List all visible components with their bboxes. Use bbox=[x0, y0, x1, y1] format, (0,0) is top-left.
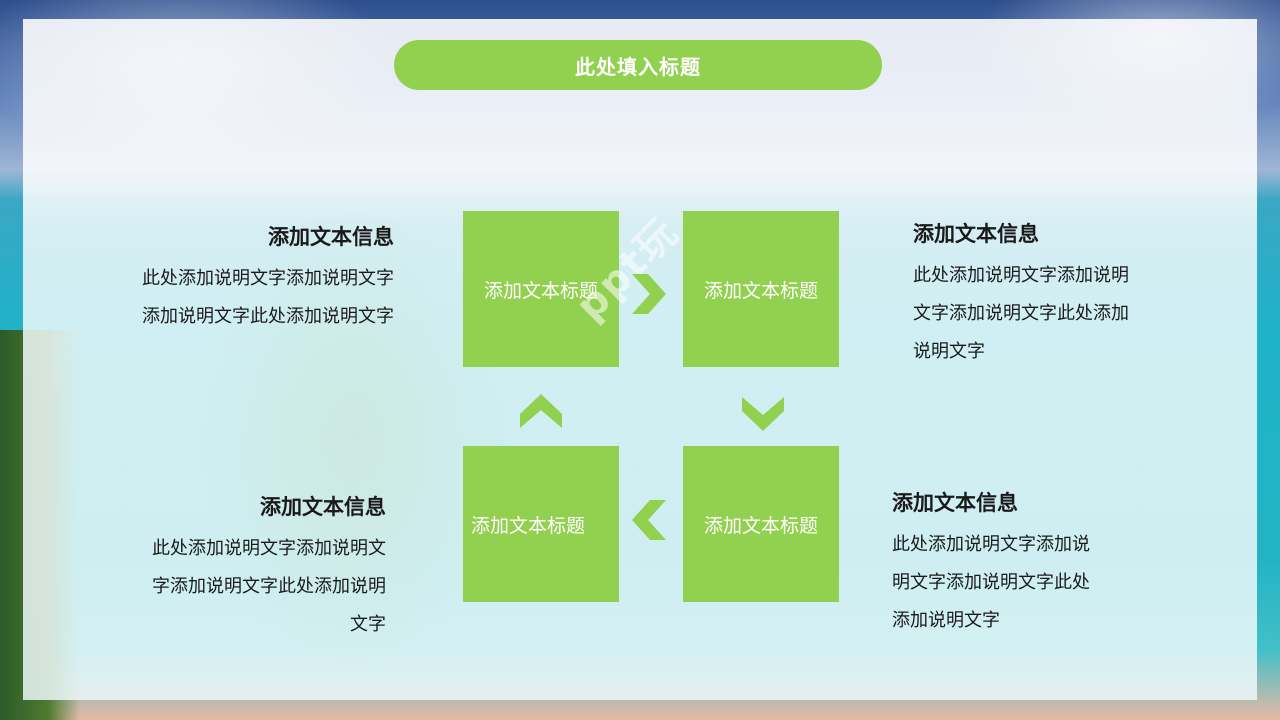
info-line: 文字添加说明文字此处添加 bbox=[913, 303, 1129, 324]
cycle-box-label: 添加文本标题 bbox=[703, 279, 818, 302]
slide-title: 此处填入标题 bbox=[394, 40, 882, 90]
info-line: 此处添加说明文字添加说明文 bbox=[152, 538, 386, 559]
info-block-bottom-left: 添加文本信息 此处添加说明文字添加说明文 字添加说明文字此处添加说明 文字 bbox=[100, 490, 386, 644]
info-heading: 添加文本信息 bbox=[892, 491, 1018, 515]
info-block-top-right: 添加文本信息 此处添加说明文字添加说明 文字添加说明文字此处添加 说明文字 bbox=[913, 217, 1193, 371]
content-panel bbox=[23, 19, 1257, 700]
info-line: 添加说明文字此处添加说明文字 bbox=[142, 306, 394, 327]
info-line: 添加说明文字 bbox=[892, 610, 1000, 631]
chevron-right-icon bbox=[632, 274, 666, 314]
chevron-down-icon bbox=[742, 397, 784, 431]
info-line: 字添加说明文字此处添加说明 bbox=[152, 576, 386, 597]
info-block-bottom-right: 添加文本信息 此处添加说明文字添加说 明文字添加说明文字此处 添加说明文字 bbox=[892, 486, 1152, 640]
cycle-box-top-left: 添加文本标题 bbox=[463, 211, 619, 367]
chevron-left-icon bbox=[632, 500, 666, 540]
cycle-box-bottom-right: 添加文本标题 bbox=[683, 446, 839, 602]
cycle-box-label: 添加文本标题 bbox=[483, 279, 598, 302]
cycle-box-bottom-left: 添加文本标题 bbox=[463, 446, 619, 602]
info-line: 明文字添加说明文字此处 bbox=[892, 572, 1090, 593]
info-heading: 添加文本信息 bbox=[913, 222, 1039, 246]
info-line: 此处添加说明文字添加说明 bbox=[913, 265, 1129, 286]
info-block-top-left: 添加文本信息 此处添加说明文字添加说明文字 添加说明文字此处添加说明文字 bbox=[90, 220, 394, 336]
info-line: 此处添加说明文字添加说 bbox=[892, 534, 1090, 555]
chevron-up-icon bbox=[520, 394, 562, 428]
cycle-box-label: 添加文本标题 bbox=[703, 514, 818, 537]
cycle-box-top-right: 添加文本标题 bbox=[683, 211, 839, 367]
info-line: 说明文字 bbox=[913, 341, 985, 362]
info-line: 文字 bbox=[350, 614, 386, 635]
info-heading: 添加文本信息 bbox=[260, 495, 386, 519]
slide-title-text: 此处填入标题 bbox=[575, 54, 701, 79]
cycle-box-label: 添加文本标题 bbox=[471, 514, 586, 537]
info-heading: 添加文本信息 bbox=[268, 225, 394, 249]
info-line: 此处添加说明文字添加说明文字 bbox=[142, 268, 394, 289]
